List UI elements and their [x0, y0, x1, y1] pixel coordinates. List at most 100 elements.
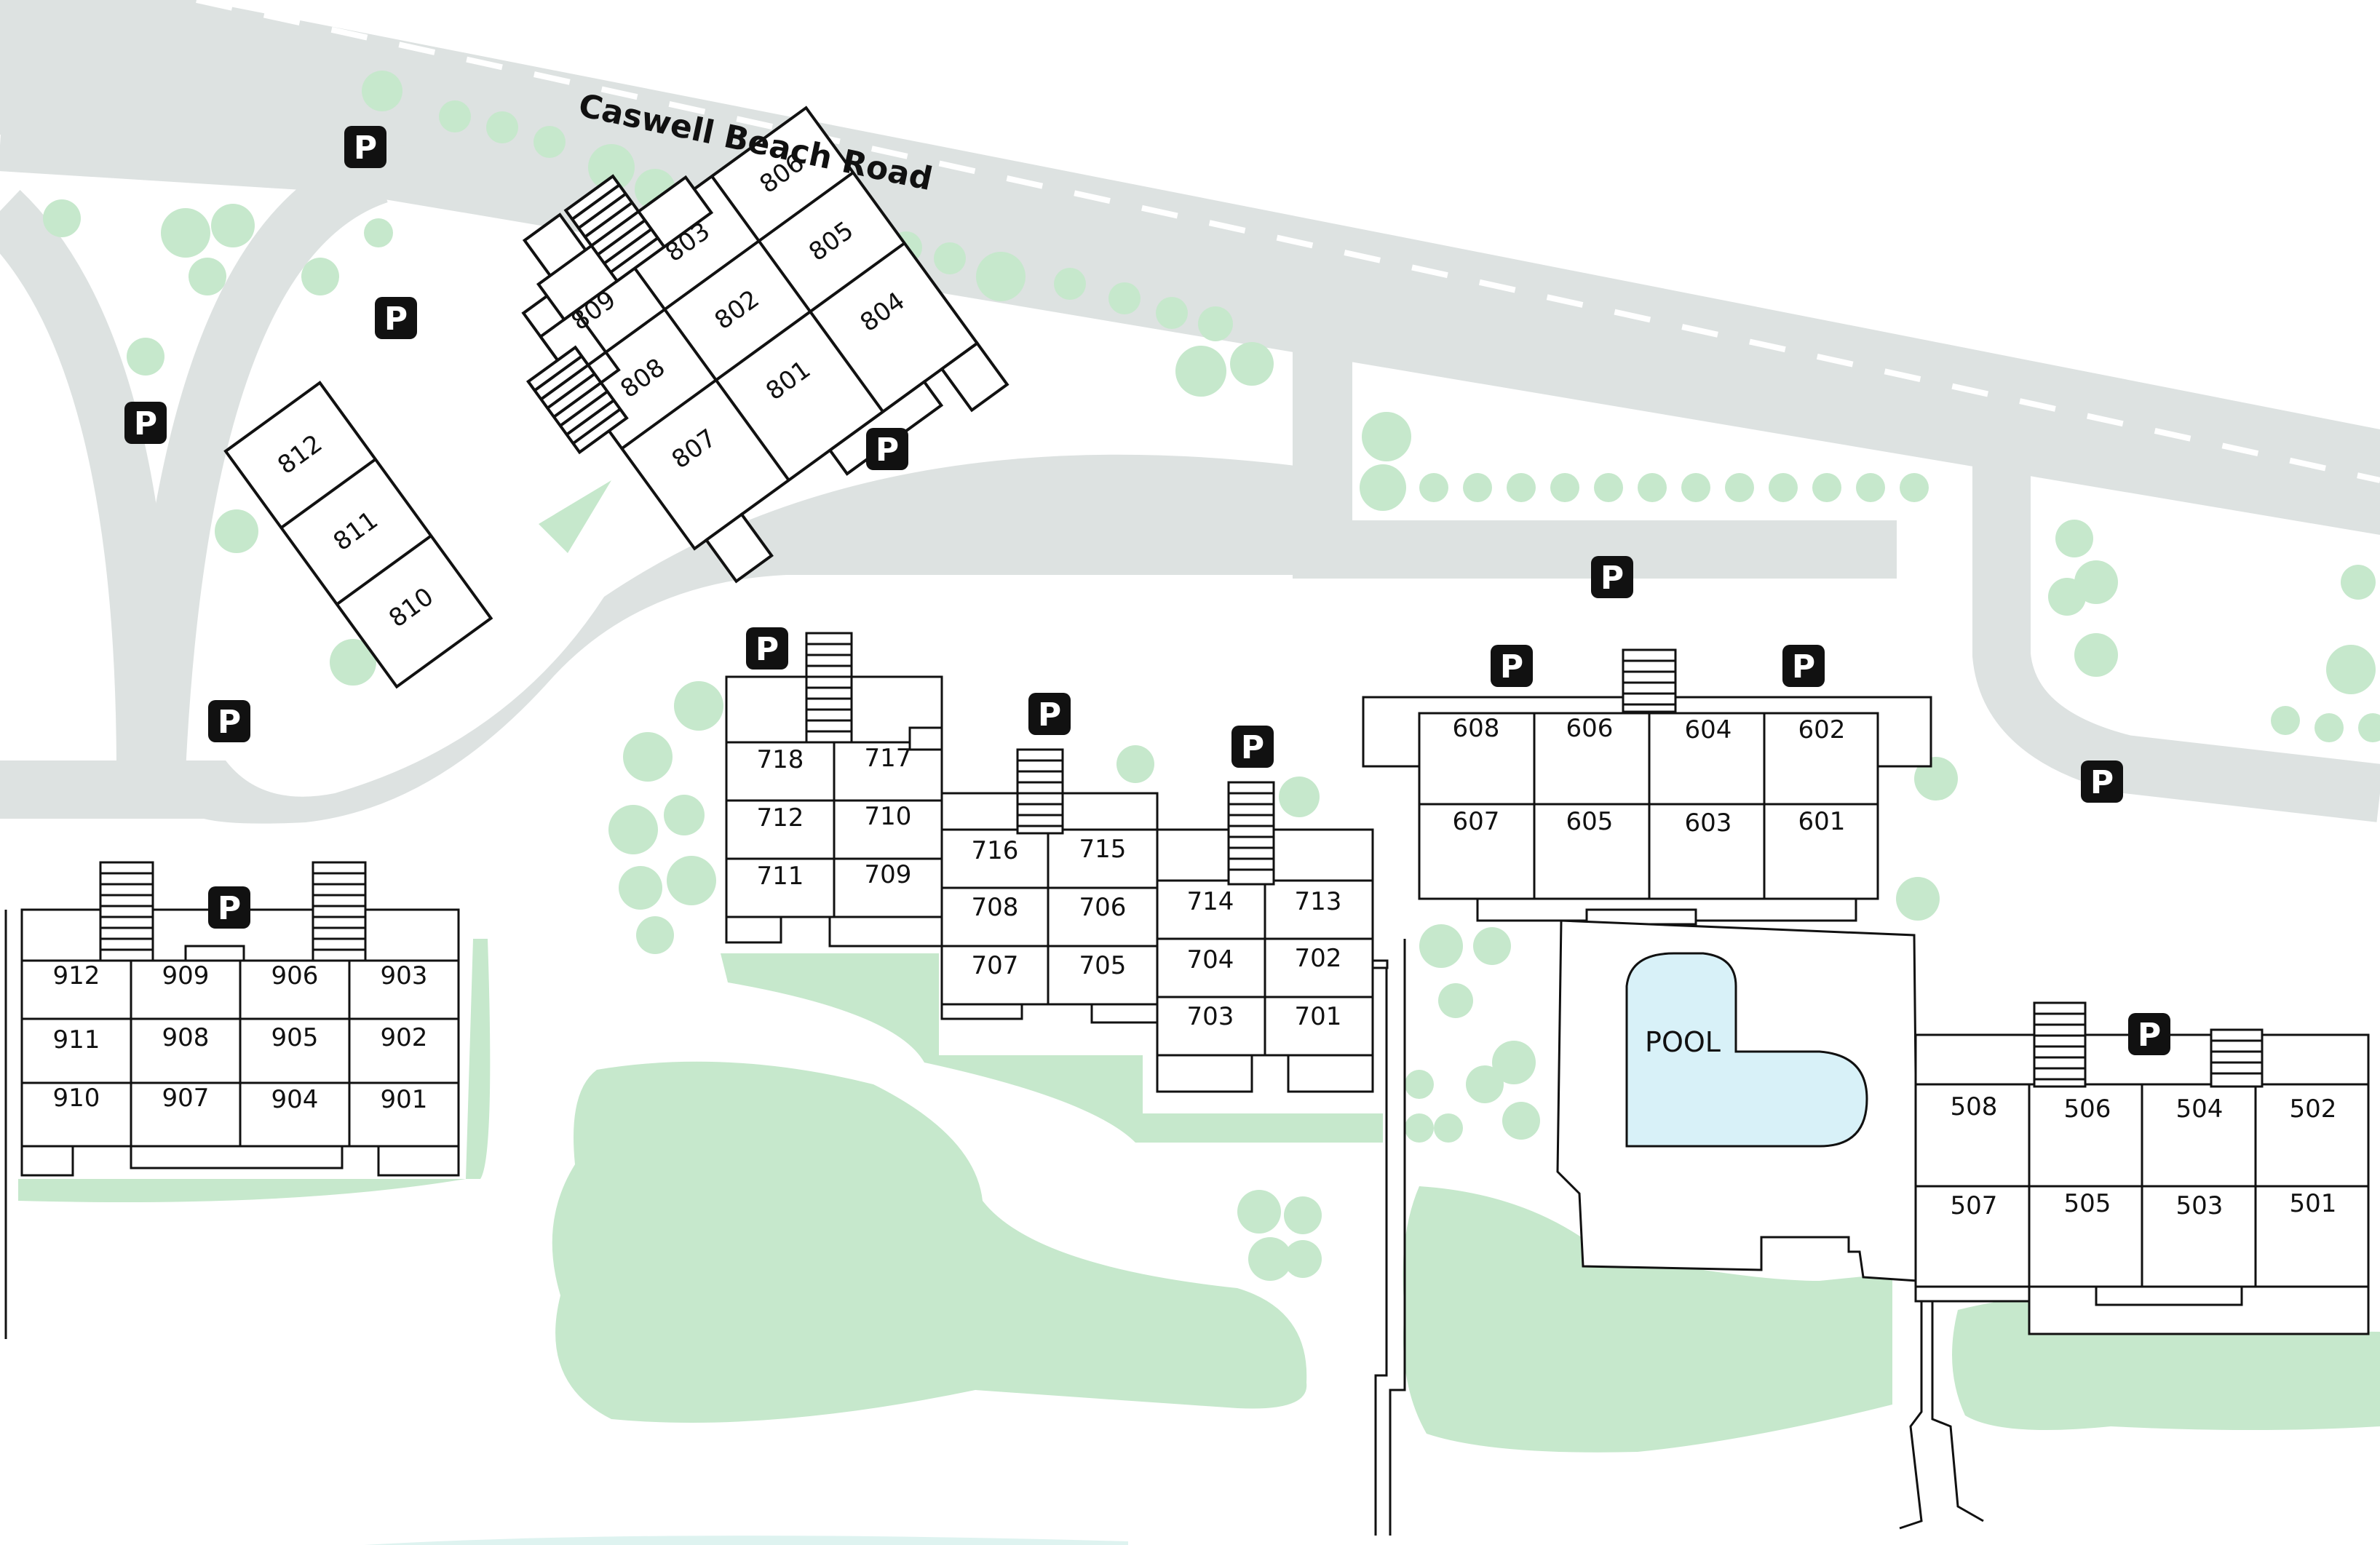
- unit-907: 907: [162, 1084, 210, 1113]
- unit-911: 911: [53, 1025, 100, 1055]
- greenery: [18, 71, 2380, 1545]
- unit-705: 705: [1079, 951, 1127, 980]
- stair-icon: [2210, 1028, 2264, 1088]
- building-900: [20, 861, 460, 1177]
- unit-labels-500: 508 506 504 502 507 505 503 501: [1951, 1092, 2337, 1220]
- entry-road-north: [0, 120, 410, 196]
- entry-road-fork: [127, 147, 389, 773]
- svg-text:P: P: [876, 432, 899, 469]
- unit-910: 910: [53, 1084, 100, 1113]
- pool-label: POOL: [1645, 1026, 1721, 1058]
- unit-909: 909: [162, 961, 210, 990]
- unit-706: 706: [1079, 893, 1127, 922]
- unit-901: 901: [381, 1085, 428, 1114]
- parking-icon: P: [746, 627, 788, 670]
- svg-text:P: P: [218, 704, 241, 741]
- unit-905: 905: [271, 1023, 319, 1052]
- caswell-beach-road: [0, 0, 2380, 535]
- unit-labels-700-mid: 716 715 708 706 707 705: [972, 835, 1127, 980]
- parking-markers: P P P P P P P P P P P P P P: [124, 126, 2170, 1055]
- unit-717: 717: [865, 744, 912, 773]
- parking-icon: P: [208, 886, 250, 929]
- unit-604: 604: [1685, 715, 1732, 744]
- svg-text:P: P: [384, 301, 408, 338]
- unit-606: 606: [1566, 714, 1614, 743]
- svg-text:P: P: [1038, 696, 1061, 734]
- stair-icon: [1227, 781, 1275, 886]
- stair-icon: [1622, 648, 1677, 713]
- unit-505: 505: [2064, 1189, 2111, 1218]
- stair-icon: [99, 861, 154, 962]
- parking-icon: P: [1491, 645, 1533, 687]
- wetland-central: [552, 1061, 1307, 1423]
- unit-713: 713: [1295, 887, 1342, 916]
- building-800-west-wing: 812 811 810: [223, 381, 493, 689]
- building-700-west: [725, 632, 943, 948]
- unit-703: 703: [1187, 1002, 1234, 1031]
- unit-708: 708: [972, 893, 1019, 922]
- unit-608: 608: [1453, 714, 1500, 743]
- pool-deck: POOL: [1556, 919, 1919, 1282]
- unit-711: 711: [757, 862, 804, 891]
- wetland-pool: [1403, 1186, 1892, 1453]
- unit-508: 508: [1951, 1092, 1998, 1121]
- unit-labels-700-east: 714 713 704 702 703 701: [1187, 887, 1342, 1031]
- unit-602: 602: [1798, 715, 1846, 744]
- unit-712: 712: [757, 803, 804, 833]
- pool: [1625, 952, 1868, 1148]
- unit-labels-600: 608 606 604 602 607 605 603 601: [1453, 714, 1846, 838]
- parking-icon: P: [344, 126, 386, 168]
- unit-503: 503: [2176, 1191, 2224, 1220]
- stair-icon: [2033, 1001, 2087, 1088]
- parking-icon: P: [375, 297, 417, 339]
- sea-strip: [364, 1536, 1128, 1545]
- unit-labels-700-west: 718 717 712 710 711 709: [757, 744, 912, 891]
- unit-labels-900: 912 909 906 903 911 908 905 902 910 907 …: [53, 961, 428, 1114]
- road-network: [0, 0, 2380, 824]
- unit-718: 718: [757, 745, 804, 774]
- hedge-700: [721, 953, 1383, 1143]
- unit-504: 504: [2176, 1095, 2224, 1124]
- svg-text:P: P: [755, 631, 779, 668]
- unit-506: 506: [2064, 1095, 2111, 1124]
- stair-icon: [1016, 748, 1064, 835]
- unit-702: 702: [1295, 944, 1342, 973]
- unit-906: 906: [271, 961, 319, 990]
- unit-716: 716: [972, 836, 1019, 865]
- parking-icon: P: [1231, 726, 1274, 768]
- unit-710: 710: [865, 802, 912, 831]
- svg-text:P: P: [2138, 1017, 2161, 1054]
- svg-text:P: P: [1792, 648, 1815, 686]
- parking-icon: P: [866, 428, 908, 470]
- unit-607: 607: [1453, 807, 1500, 836]
- stair-icon: [312, 861, 367, 962]
- unit-715: 715: [1079, 835, 1127, 864]
- unit-701: 701: [1295, 1002, 1342, 1031]
- svg-text:P: P: [218, 890, 241, 927]
- entry-road-west: [0, 190, 175, 772]
- unit-903: 903: [381, 961, 428, 990]
- parking-icon: P: [124, 402, 167, 444]
- parking-icon: P: [2128, 1013, 2170, 1055]
- unit-603: 603: [1685, 809, 1732, 838]
- unit-912: 912: [53, 961, 100, 990]
- parking-icon: P: [208, 700, 250, 742]
- svg-text:P: P: [1600, 560, 1624, 597]
- unit-704: 704: [1187, 945, 1234, 974]
- unit-902: 902: [381, 1023, 428, 1052]
- parking-icon: P: [1028, 693, 1071, 735]
- parking-icon: P: [2081, 760, 2123, 803]
- unit-601: 601: [1798, 807, 1846, 836]
- unit-507: 507: [1951, 1191, 1998, 1220]
- svg-text:P: P: [134, 405, 157, 442]
- unit-605: 605: [1566, 807, 1614, 836]
- svg-text:P: P: [2090, 764, 2114, 801]
- building-600: [1362, 648, 1932, 926]
- building-700-east: [1156, 781, 1389, 1093]
- unit-714: 714: [1187, 887, 1234, 916]
- unit-904: 904: [271, 1085, 319, 1114]
- svg-text:P: P: [1500, 648, 1523, 686]
- svg-text:P: P: [1241, 729, 1264, 766]
- road-center-dashes: [196, 0, 2380, 483]
